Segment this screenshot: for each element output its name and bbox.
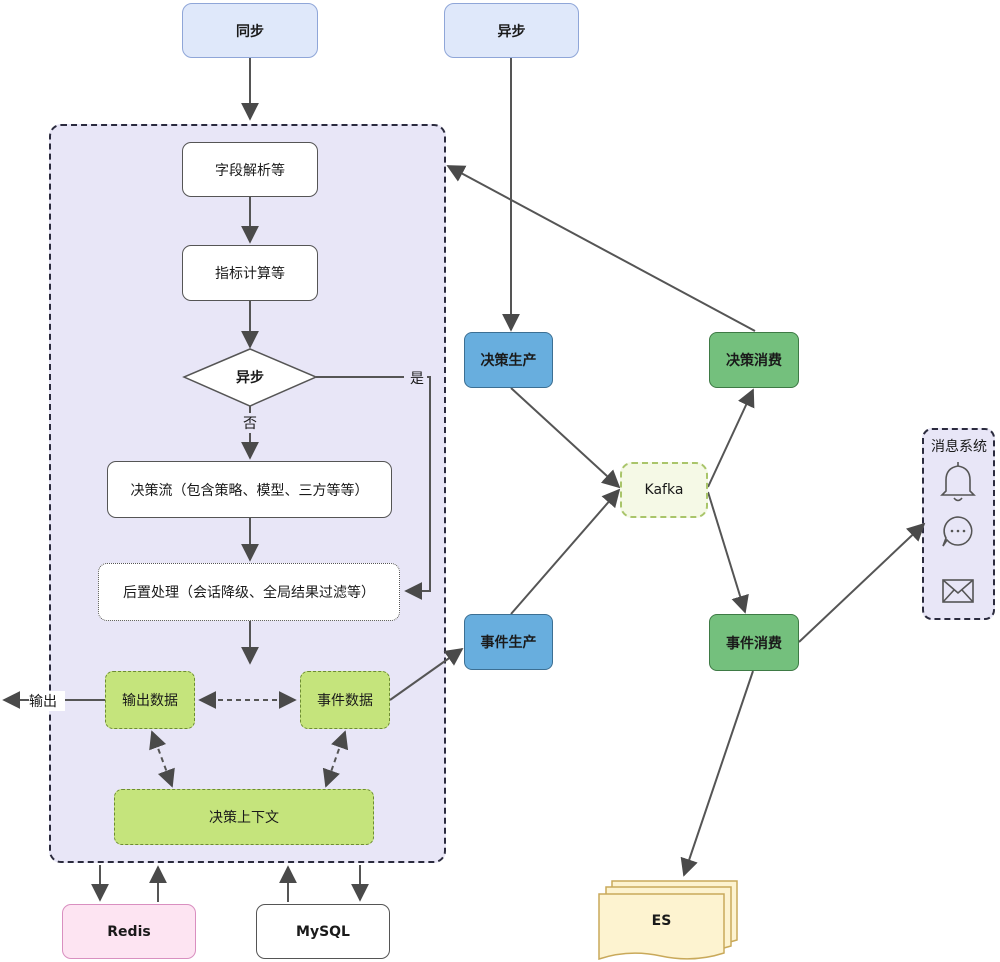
output-label: 输出 xyxy=(29,691,65,711)
event-produce-node: 事件生产 xyxy=(464,614,553,670)
mail-icon xyxy=(942,579,974,603)
edge-event-produce-to-kafka xyxy=(510,488,621,615)
decision-consume-node: 决策消费 xyxy=(709,332,799,388)
no-label: 否 xyxy=(240,413,260,433)
chat-bubble-icon xyxy=(942,516,973,547)
kafka-node: Kafka xyxy=(620,462,708,518)
message-system-title: 消息系统 xyxy=(931,439,987,455)
async-decision-label: 异步 xyxy=(236,370,264,386)
edge-event-context-dashed xyxy=(322,730,349,788)
decision-flow-node: 决策流（包含策略、模型、三方等等） xyxy=(107,461,392,518)
metric-calc-node: 指标计算等 xyxy=(182,245,318,301)
edge-output-context-dashed xyxy=(149,730,175,788)
decision-context-node: 决策上下文 xyxy=(114,789,374,845)
event-data-node: 事件数据 xyxy=(300,671,390,729)
es-document-stack xyxy=(598,880,738,961)
async-entry-node: 异步 xyxy=(444,3,579,58)
edge-decision-produce-to-kafka xyxy=(510,387,621,489)
edge-event-consume-to-es xyxy=(680,670,754,877)
redis-node: Redis xyxy=(62,904,196,959)
sync-entry-node: 同步 xyxy=(182,3,318,58)
post-processing-node: 后置处理（会话降级、全局结果过滤等） xyxy=(98,563,400,621)
edge-kafka-to-event-consume xyxy=(707,491,749,614)
decision-produce-node: 决策生产 xyxy=(464,332,553,388)
edge-event-to-produce xyxy=(389,647,464,701)
edge-event-consume-to-message xyxy=(798,522,926,643)
output-data-node: 输出数据 xyxy=(105,671,195,729)
edge-yes-to-post xyxy=(404,376,431,600)
edge-consume-to-container xyxy=(446,165,756,332)
field-parse-node: 字段解析等 xyxy=(182,142,318,197)
yes-label: 是 xyxy=(407,368,427,388)
es-node: ES xyxy=(651,913,672,929)
bell-icon xyxy=(940,462,976,502)
event-consume-node: 事件消费 xyxy=(709,614,799,671)
async-decision-diamond xyxy=(182,348,318,407)
edge-kafka-to-decision-consume xyxy=(707,388,755,488)
mysql-node: MySQL xyxy=(256,904,390,959)
